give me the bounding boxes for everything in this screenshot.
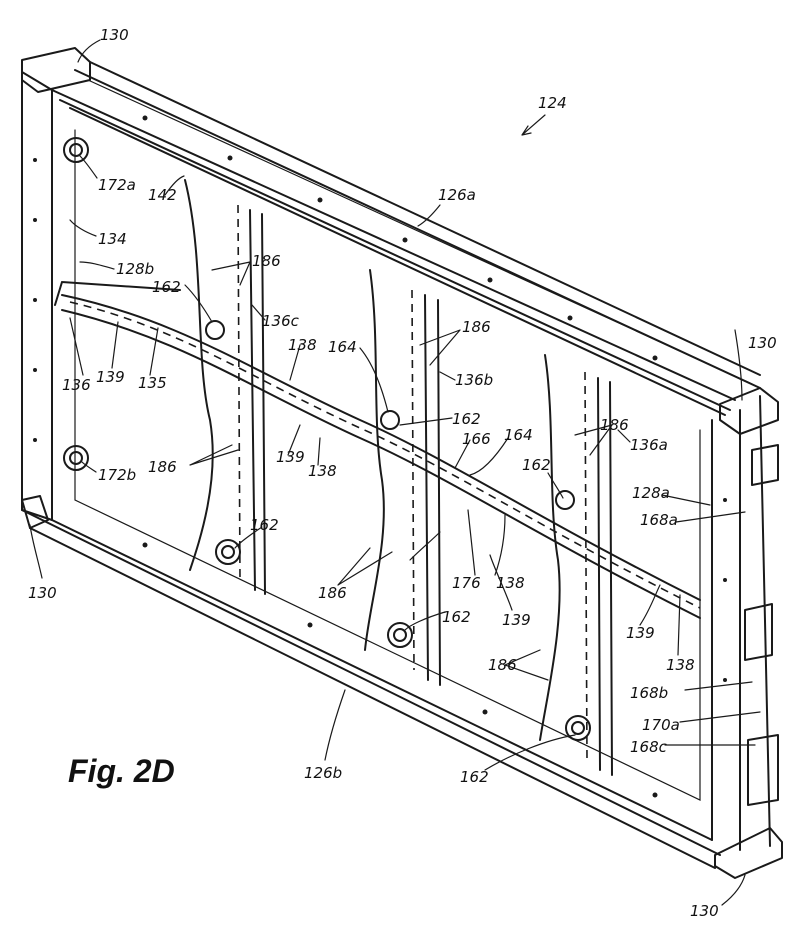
- ref-label: 130: [28, 584, 57, 602]
- ref-label: 164: [504, 426, 533, 444]
- ref-label: 170a: [642, 716, 680, 734]
- studs: [184, 179, 613, 776]
- ref-label: 130: [748, 334, 777, 352]
- ref-label: 142: [148, 186, 177, 204]
- ref-label: 176: [452, 574, 481, 592]
- ref-label: 139: [502, 611, 531, 629]
- figure-title: Fig. 2D: [68, 753, 175, 789]
- ref-label: 172a: [98, 176, 136, 194]
- ref-label: 138: [666, 656, 695, 674]
- frame: [21, 47, 783, 879]
- ref-label: 186: [318, 584, 347, 602]
- ref-label: 186: [600, 416, 629, 434]
- ref-label: 168b: [630, 684, 668, 702]
- ref-label: 162: [460, 768, 489, 786]
- ref-label: 168c: [630, 738, 668, 756]
- ref-label: 186: [462, 318, 491, 336]
- ref-label: 186: [148, 458, 177, 476]
- ref-label: 139: [276, 448, 305, 466]
- fastener-dots: [33, 115, 727, 798]
- ref-label: 136a: [630, 436, 668, 454]
- ref-label: 126a: [438, 186, 476, 204]
- ref-label: 168a: [640, 511, 678, 529]
- ref-label: 139: [626, 624, 655, 642]
- ref-label: 134: [98, 230, 127, 248]
- ref-label: 139: [96, 368, 125, 386]
- ref-label: 136c: [262, 312, 300, 330]
- ref-label: 166: [462, 430, 491, 448]
- ref-label: 162: [152, 278, 181, 296]
- ref-label: 128b: [116, 260, 154, 278]
- reference-labels: 130 124 172a 142 126a 134 128b 186 162 1…: [28, 26, 777, 920]
- ref-label: 130: [690, 902, 719, 920]
- ref-label: 138: [288, 336, 317, 354]
- ref-label: 162: [522, 456, 551, 474]
- leader-lines: [29, 39, 761, 906]
- ref-label: 138: [496, 574, 525, 592]
- hardware: [63, 137, 779, 806]
- ref-label: 130: [100, 26, 129, 44]
- ref-label: 135: [138, 374, 167, 392]
- ref-label: 186: [488, 656, 517, 674]
- diagonal-brace: [54, 281, 701, 619]
- ref-label: 164: [328, 338, 357, 356]
- ref-label: 162: [250, 516, 279, 534]
- ref-label: 162: [452, 410, 481, 428]
- ref-label: 136b: [455, 371, 493, 389]
- ref-label: 162: [442, 608, 471, 626]
- ref-label: 128a: [632, 484, 670, 502]
- ref-label: 172b: [98, 466, 136, 484]
- ref-label: 126b: [304, 764, 342, 782]
- ref-label: 136: [62, 376, 91, 394]
- ref-label: 124: [538, 94, 567, 112]
- ref-label: 138: [308, 462, 337, 480]
- ref-label: 186: [252, 252, 281, 270]
